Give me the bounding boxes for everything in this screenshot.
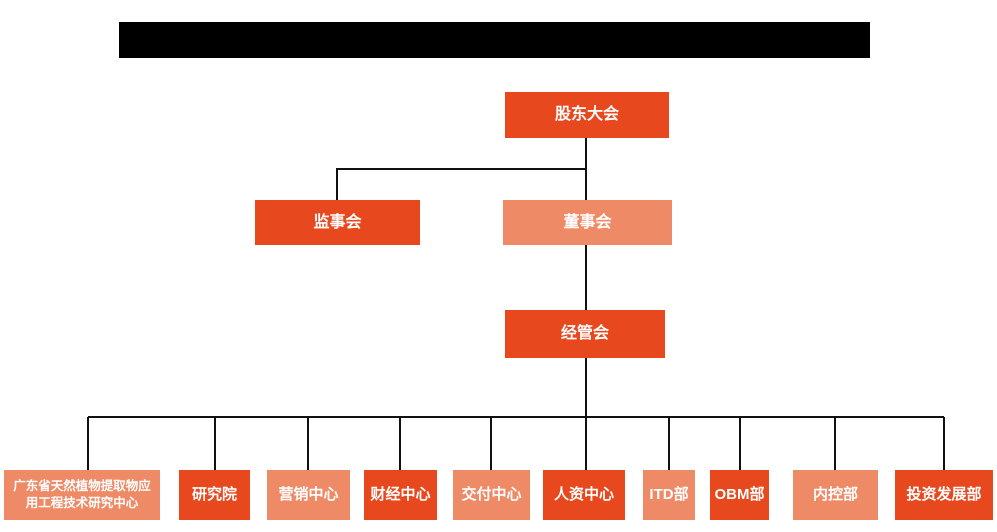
org-node-shareholders-meeting: 股东大会	[505, 92, 669, 138]
org-node-dept-itd: ITD部	[643, 470, 695, 520]
org-node-dept-research-institute: 研究院	[179, 470, 250, 520]
org-node-dept-research-center: 广东省天然植物提取物应用工程技术研究中心	[4, 470, 160, 520]
connector-line	[336, 168, 586, 200]
org-node-dept-marketing-center: 营销中心	[267, 470, 350, 520]
org-node-dept-investment-development: 投资发展部	[895, 470, 993, 520]
org-node-management-committee: 经管会	[505, 310, 665, 358]
redacted-title-bar	[119, 22, 870, 58]
org-node-board-of-directors: 董事会	[503, 200, 672, 245]
org-node-dept-obm: OBM部	[710, 470, 769, 520]
org-node-dept-internal-control: 内控部	[793, 470, 878, 520]
org-node-dept-finance-center: 财经中心	[364, 470, 437, 520]
org-node-dept-delivery-center: 交付中心	[453, 470, 530, 520]
org-node-dept-hr-center: 人资中心	[543, 470, 625, 520]
org-node-supervisory-board: 监事会	[255, 200, 420, 245]
